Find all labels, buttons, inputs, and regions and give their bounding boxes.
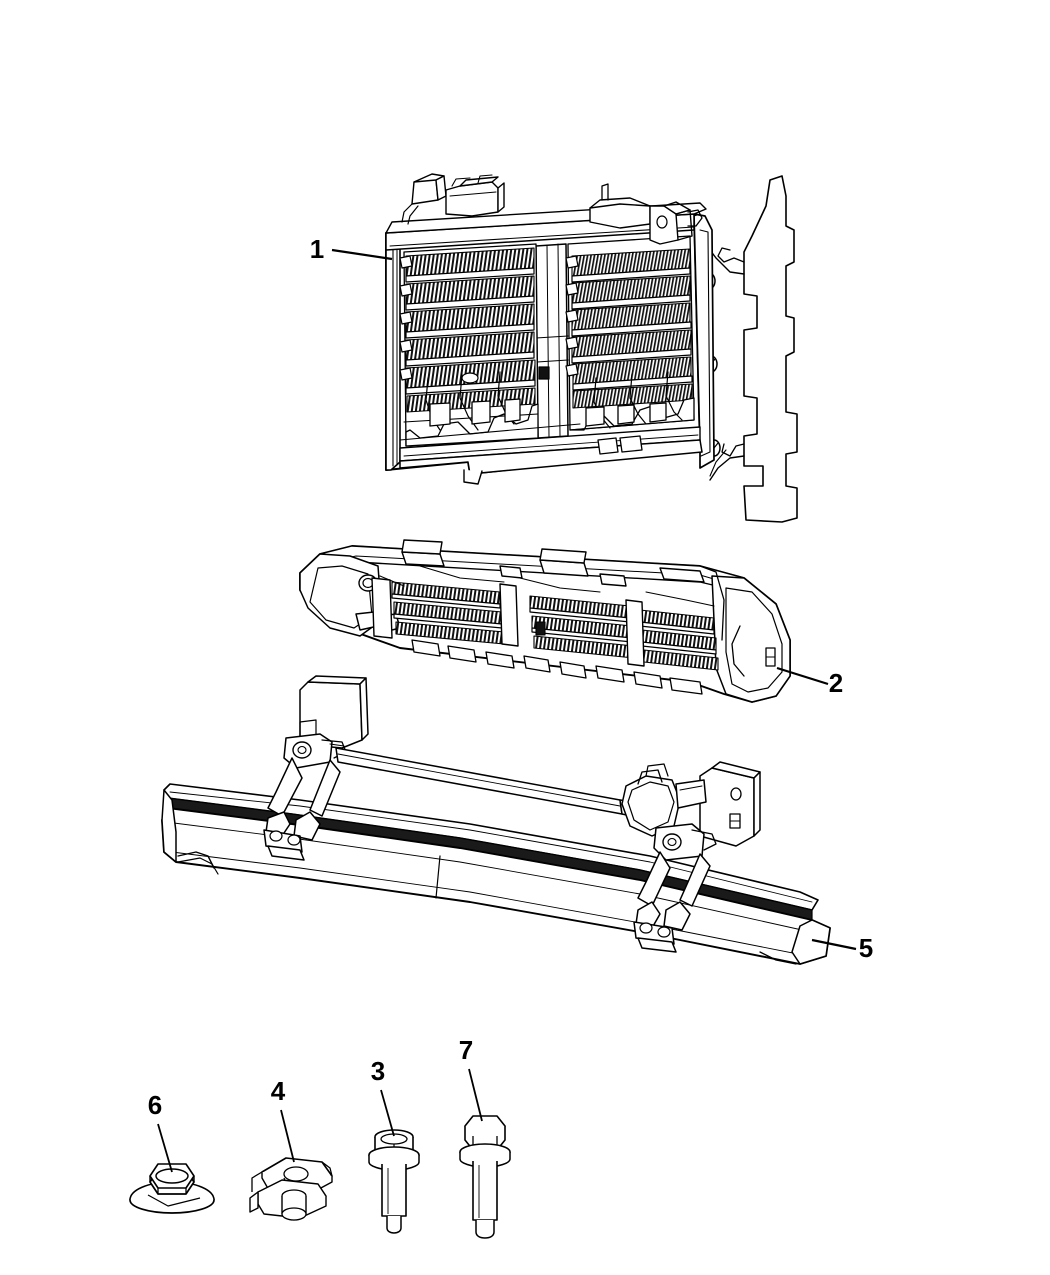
part-2-dividers — [371, 577, 645, 667]
part-1-lower-structure — [399, 371, 695, 455]
callout-number-2: 2 — [829, 668, 843, 698]
part-1-side-mounting-panel — [709, 175, 798, 523]
part-2-right-end-cap — [699, 565, 791, 703]
part-7-flange-bolt-long — [459, 1115, 511, 1239]
part-2-sensor-block — [535, 621, 546, 636]
part-5-left-crash-bracket — [263, 675, 369, 861]
callout-number-1: 1 — [310, 234, 324, 264]
part-4-u-nut-retainer-clip — [249, 1157, 333, 1221]
part-1-vane-bank-right — [565, 235, 695, 431]
part-1-upper-grille-shutter — [385, 173, 798, 523]
callout-number-6: 6 — [148, 1090, 162, 1120]
leader-line-3 — [380, 1089, 395, 1137]
part-3-flange-bolt-short — [368, 1129, 420, 1234]
part-6-hex-flange-nut — [129, 1163, 215, 1214]
part-1-actuator-housing — [401, 173, 505, 225]
part-1-center-divider — [535, 243, 569, 439]
leader-line-5 — [811, 938, 857, 951]
callout-number-5: 5 — [859, 933, 873, 963]
part-2-mounting-tabs — [401, 539, 705, 587]
part-2-lower-clips — [411, 639, 703, 695]
part-1-connector-block — [589, 183, 703, 245]
leader-line-6 — [157, 1123, 173, 1173]
part-5-bumper-reinforcement-beam — [161, 675, 831, 965]
callout-number-7: 7 — [459, 1035, 473, 1065]
callout-number-3: 3 — [371, 1056, 385, 1086]
leader-line-7 — [468, 1068, 483, 1122]
leader-line-2 — [776, 666, 829, 686]
part-5-right-crash-bracket — [621, 761, 761, 953]
callout-number-4: 4 — [271, 1076, 286, 1106]
part-2-lower-grille-shutter — [299, 539, 791, 703]
part-2-vane-sections — [391, 581, 719, 671]
callout-numbers: 1 2 3 4 5 6 7 — [148, 234, 873, 1120]
callout-leaders — [157, 248, 857, 1173]
leader-line-4 — [280, 1109, 295, 1163]
leader-line-1 — [331, 248, 393, 261]
